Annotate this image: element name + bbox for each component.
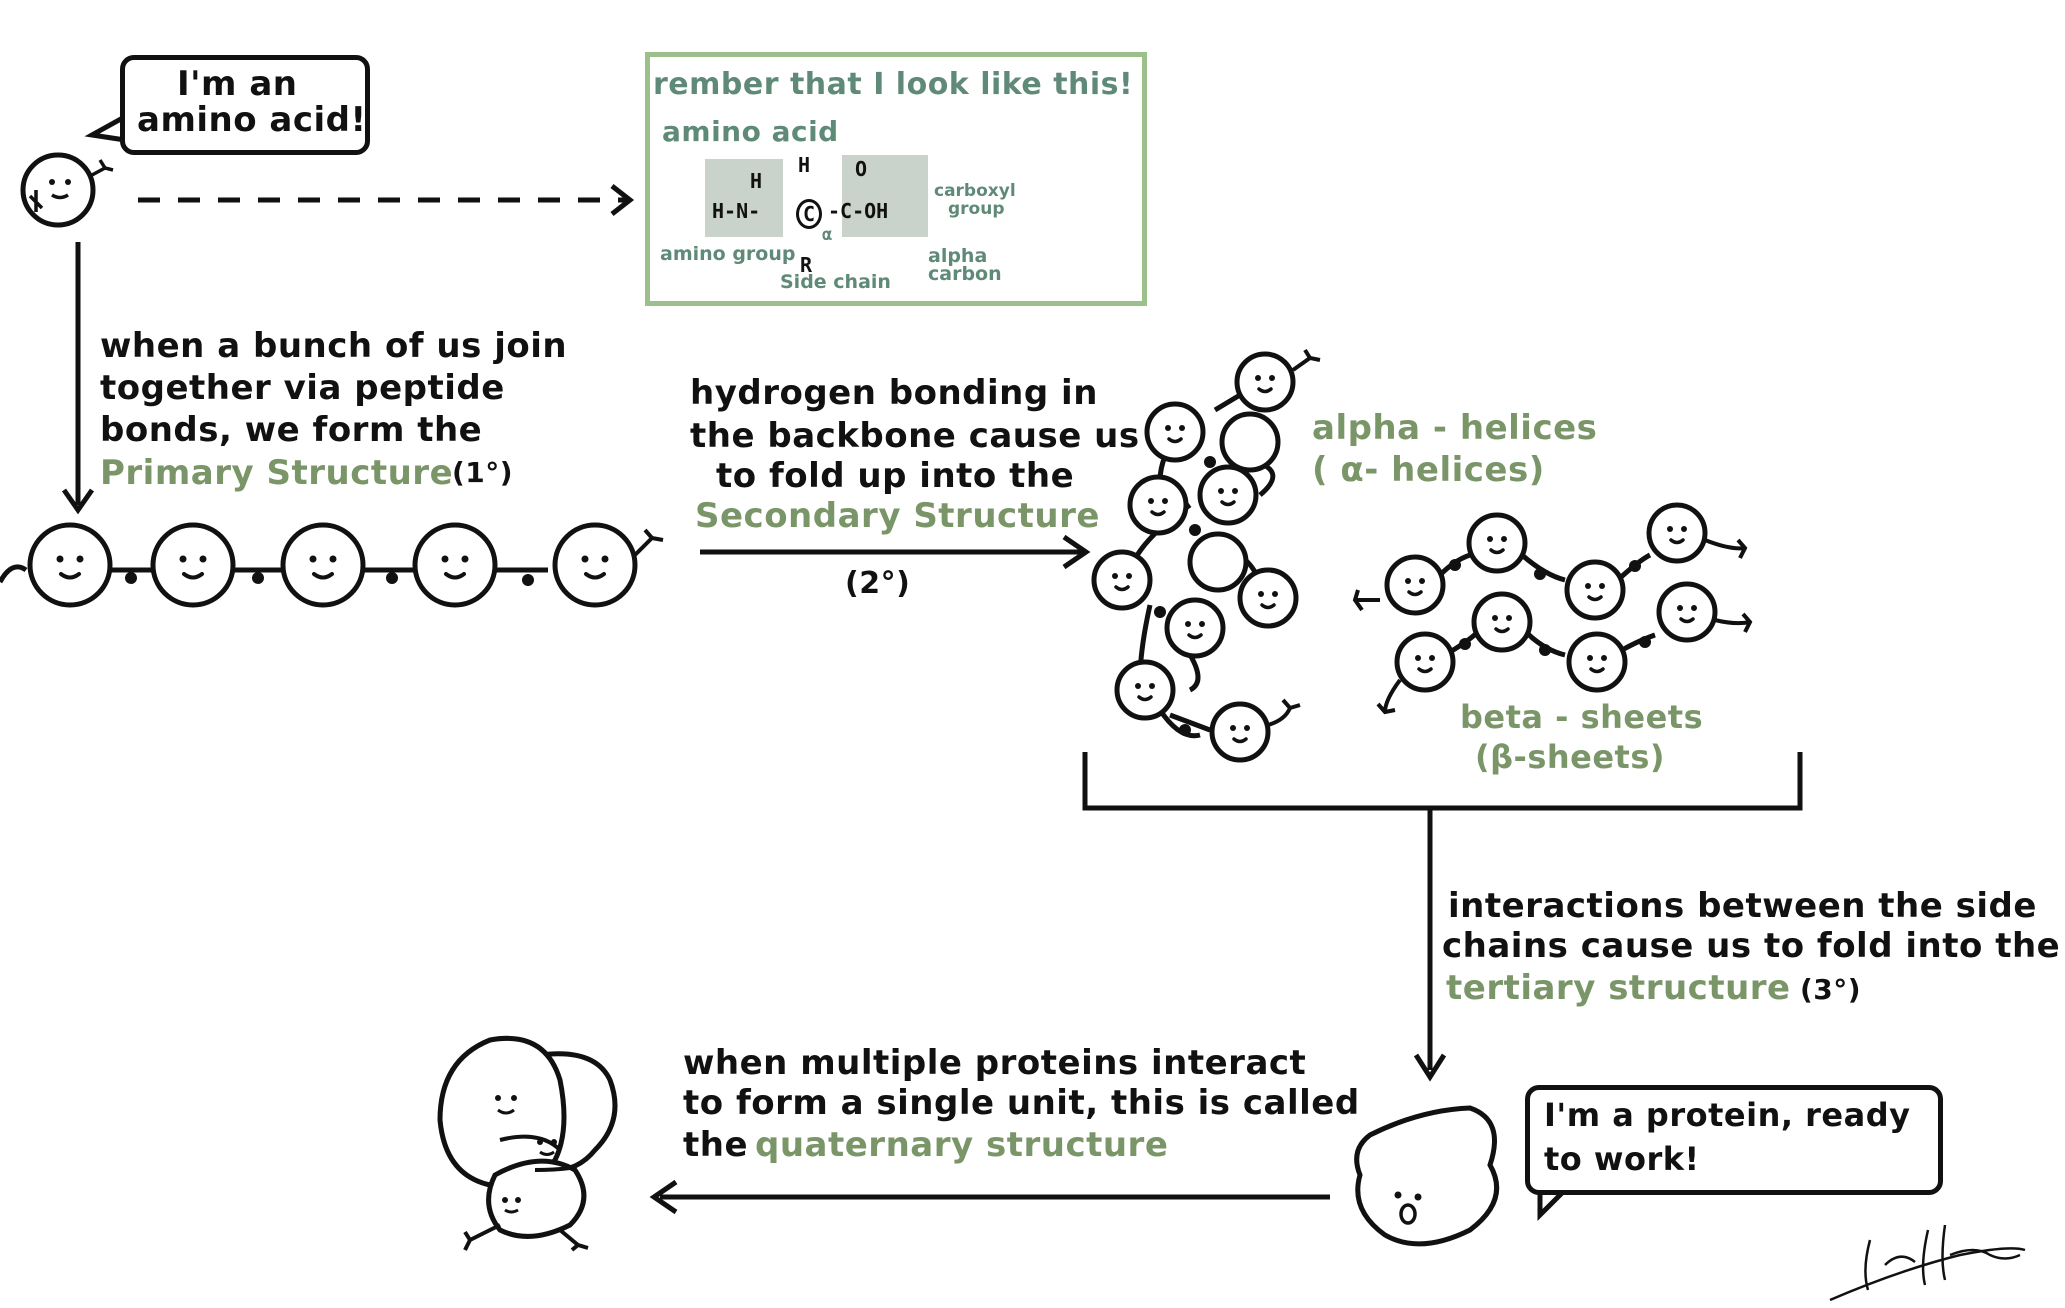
formula-h-top: H: [798, 153, 811, 177]
reminder-title: rember that I look like this!: [653, 67, 1134, 102]
beta-sheet-cluster: [1352, 505, 1753, 715]
formula-right: -C-OH: [828, 199, 889, 223]
side-chain-label: Side chain: [780, 271, 891, 293]
carboxyl-group-shade: [842, 155, 928, 237]
amino-acid-reminder-box: rember that I look like this! amino acid…: [645, 52, 1147, 306]
quaternary-line3-prefix: the: [683, 1125, 749, 1165]
amino-group-shade: [705, 159, 783, 237]
tertiary-degree: (3°): [1800, 973, 1862, 1006]
protein-bubble-line2: to work!: [1544, 1140, 1700, 1178]
primary-line1: when a bunch of us join: [100, 326, 568, 366]
beta-sheets-symbol-label: (β-sheets): [1475, 738, 1666, 776]
arrow-head-icon: [1413, 1053, 1447, 1082]
primary-structure-label: Primary Structure: [100, 453, 454, 493]
beta-sheets-label: beta - sheets: [1460, 698, 1704, 736]
primary-line2: together via peptide: [100, 368, 505, 408]
primary-degree: (1°): [452, 456, 514, 489]
amino-speech-bubble: I'm an amino acid!: [120, 55, 370, 155]
secondary-line3: to fold up into the: [716, 456, 1075, 496]
primary-chain: [0, 525, 664, 605]
amino-group-label: amino group: [660, 243, 796, 265]
protein-character-icon: [1354, 1105, 1500, 1247]
secondary-line2: the backbone cause us: [690, 416, 1140, 456]
protein-bubble-line1: I'm a protein, ready: [1544, 1096, 1911, 1134]
formula-h-left: H: [750, 169, 763, 193]
carboxyl-label-1: carboxyl: [934, 181, 1016, 201]
secondary-structure-label: Secondary Structure: [695, 496, 1100, 536]
arrow-head-icon: [1062, 534, 1091, 570]
protein-speech-bubble: I'm a protein, ready to work!: [1525, 1085, 1943, 1195]
tertiary-line2: chains cause us to fold into the: [1442, 926, 2061, 966]
amino-bubble-line2: amino acid!: [137, 100, 367, 140]
dashed-arrow-head-icon: [610, 184, 635, 216]
alpha-helices-label: alpha - helices: [1312, 408, 1598, 448]
alpha-helices-symbol-label: ( α- helices): [1312, 450, 1545, 490]
secondary-degree: (2°): [845, 566, 911, 601]
secondary-line1: hydrogen bonding in: [690, 373, 1098, 413]
primary-line3: bonds, we form the: [100, 410, 483, 450]
alpha-carbon-label-1: alpha: [928, 245, 988, 267]
tertiary-line1: interactions between the side: [1448, 886, 2037, 926]
quaternary-line2: to form a single unit, this is called: [683, 1083, 1360, 1123]
carboxyl-label-2: group: [948, 199, 1005, 219]
secondary-bracket: [1082, 752, 1803, 811]
arrow-head-icon: [649, 1179, 678, 1215]
amino-bubble-tail: [84, 112, 130, 143]
formula-center: C: [796, 199, 823, 229]
handwritten-signature: [1829, 1224, 2026, 1302]
formula-r: R: [800, 253, 813, 277]
arrow-head-icon: [61, 488, 95, 515]
alpha-carbon-label-2: carbon: [928, 263, 1002, 285]
quaternary-cluster-icon: [437, 1035, 618, 1252]
formula-o: O: [855, 157, 868, 181]
amino-bubble-line1: I'm an: [177, 64, 298, 104]
formula-alpha: α: [822, 225, 833, 245]
alpha-helix-cluster: [1094, 348, 1321, 760]
amino-acid-character-icon: [20, 152, 114, 228]
quaternary-structure-label: quaternary structure: [755, 1125, 1169, 1165]
reminder-subtitle: amino acid: [662, 115, 839, 148]
tertiary-structure-label: tertiary structure: [1446, 968, 1791, 1008]
quaternary-line1: when multiple proteins interact: [683, 1043, 1307, 1083]
formula-left: H-N-: [712, 199, 761, 223]
